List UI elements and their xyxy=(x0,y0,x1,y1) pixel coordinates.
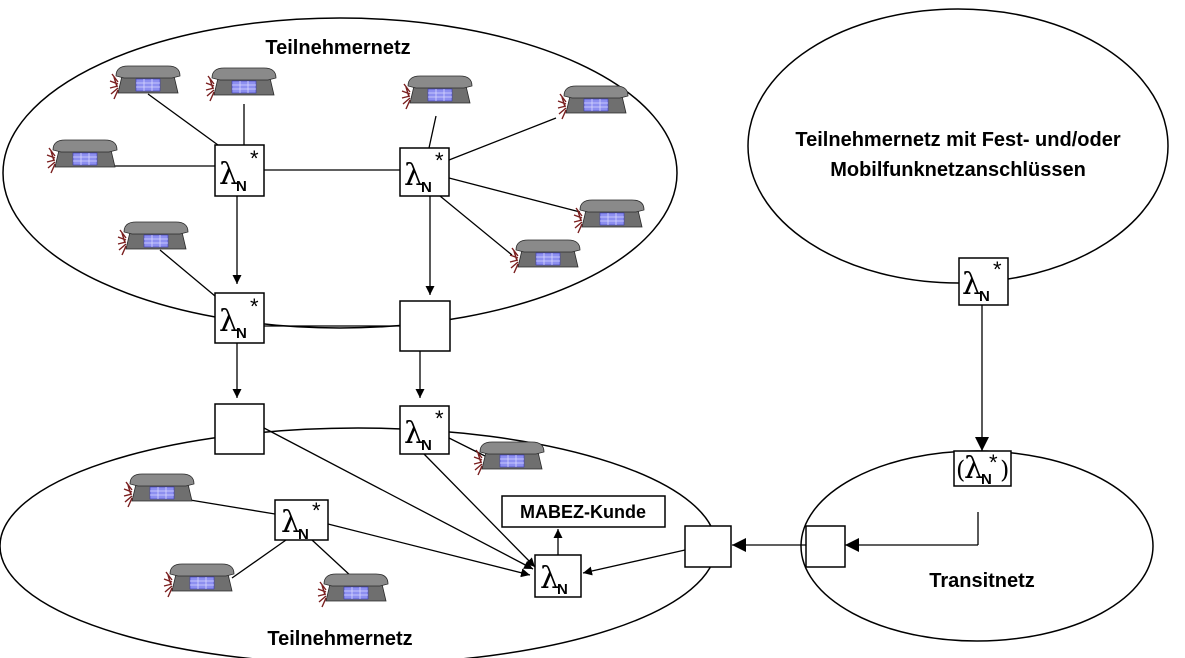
switch-node-lambda-star: λ N * xyxy=(214,292,265,344)
switch-node-empty xyxy=(399,300,451,352)
svg-text:λ: λ xyxy=(281,505,300,540)
svg-text:N: N xyxy=(421,179,432,196)
transit-node-lambda-star: ( λ N * ) xyxy=(953,450,1012,488)
switch-node-empty xyxy=(684,525,732,568)
svg-text:*: * xyxy=(435,406,444,431)
svg-text:N: N xyxy=(298,526,309,543)
svg-text:λ: λ xyxy=(964,451,983,486)
switch-node-lambda-star: λ N * xyxy=(958,257,1009,306)
svg-text:*: * xyxy=(435,148,444,173)
svg-text:λ: λ xyxy=(404,416,423,451)
svg-text:N: N xyxy=(981,471,992,488)
svg-text:N: N xyxy=(236,178,247,195)
switch-node-empty xyxy=(805,525,846,568)
svg-text:*: * xyxy=(993,257,1002,282)
telephone-icon xyxy=(123,473,195,508)
bottom-network-label: Teilnehmernetz xyxy=(267,628,412,650)
svg-text:N: N xyxy=(421,437,432,454)
switch-node-lambda-star: λ N * xyxy=(399,405,450,455)
customer-node-lambda: λ N xyxy=(534,554,582,598)
telephone-icon xyxy=(509,239,581,274)
telephone-icon xyxy=(205,67,277,102)
svg-text:λ: λ xyxy=(219,304,238,339)
transit-network-label: Transitnetz xyxy=(929,570,1035,592)
telephone-icon xyxy=(473,441,545,476)
svg-text:*: * xyxy=(250,294,259,319)
mixed-network-ellipse xyxy=(747,8,1169,284)
svg-text:): ) xyxy=(1000,456,1009,484)
telephone-icon xyxy=(117,221,189,256)
svg-text:*: * xyxy=(250,146,259,171)
switch-node-empty xyxy=(214,403,265,455)
subscriber-network-top-ellipse xyxy=(2,17,678,329)
switch-node-lambda-star: λ N * xyxy=(214,144,265,197)
switch-node-lambda-star: λ N * xyxy=(274,498,329,543)
svg-text:*: * xyxy=(989,450,998,475)
top-network-label: Teilnehmernetz xyxy=(265,37,410,59)
svg-text:λ: λ xyxy=(540,561,559,596)
right-network-label-line2: Mobilfunknetzanschlüssen xyxy=(830,159,1086,181)
svg-text:*: * xyxy=(312,498,321,523)
telephone-icon xyxy=(109,65,181,100)
svg-text:N: N xyxy=(557,581,568,598)
svg-text:λ: λ xyxy=(404,158,423,193)
arrow-connections xyxy=(232,196,989,578)
svg-text:N: N xyxy=(236,325,247,342)
subscriber-network-bottom-ellipse xyxy=(0,427,717,658)
svg-text:(: ( xyxy=(956,456,965,484)
telephone-icon xyxy=(317,573,389,608)
right-network-label-line1: Teilnehmernetz mit Fest- und/oder xyxy=(795,129,1120,151)
svg-text:N: N xyxy=(979,288,990,305)
svg-text:λ: λ xyxy=(962,267,981,302)
telephone-icon xyxy=(573,199,645,234)
customer-label-box xyxy=(501,495,666,528)
telephone-icon xyxy=(557,85,629,120)
telephone-icon xyxy=(46,139,118,174)
switch-node-lambda-star: λ N * xyxy=(399,147,450,197)
svg-text:λ: λ xyxy=(219,157,238,192)
customer-label: MABEZ-Kunde xyxy=(520,502,646,522)
telephone-icon xyxy=(163,563,235,598)
telephone-icon xyxy=(401,75,473,110)
